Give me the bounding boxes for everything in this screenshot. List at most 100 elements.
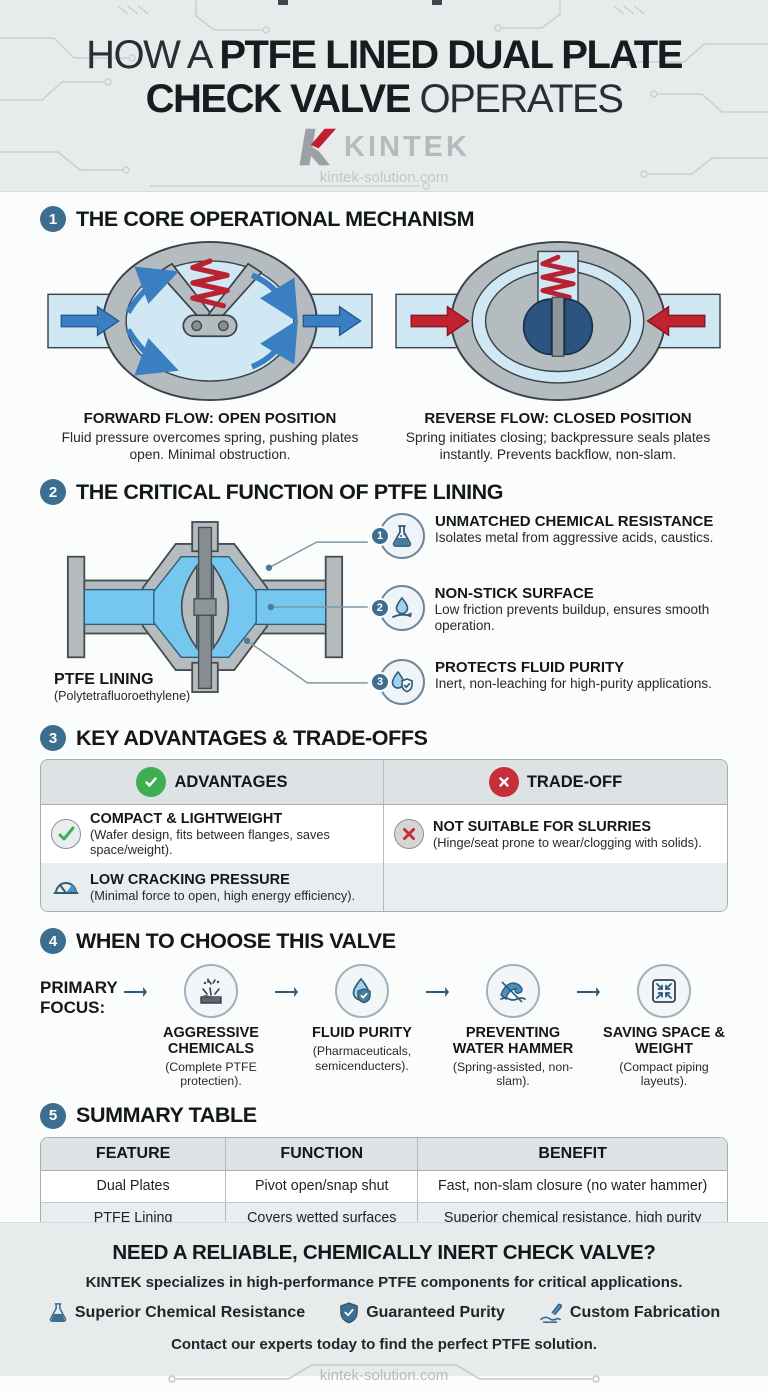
table-header-cell: FUNCTION: [226, 1137, 419, 1171]
chemical-splash-icon: [184, 964, 238, 1019]
benefit-title: NON-STICK SURFACE: [434, 584, 594, 602]
ptfe-lining-label-title: PTFE LINING: [54, 671, 154, 689]
section-title: WHEN TO CHOOSE THIS VALVE: [76, 928, 396, 953]
tradeoff-desc: (Hinge/seat prone to wear/clogging with …: [433, 834, 702, 850]
footer-cta: NEED A RELIABLE, CHEMICALLY INERT CHECK …: [0, 1222, 768, 1384]
footer-features: Superior Chemical Resistance Guaranteed …: [0, 1302, 768, 1324]
table-cell: Dual Plates: [41, 1170, 227, 1203]
kintek-logo: KINTEK: [0, 127, 768, 167]
advantage-desc: (Wafer design, fits between flanges, sav…: [90, 827, 330, 858]
footer-feature-label: Guaranteed Purity: [366, 1304, 505, 1321]
diagram-caption-title: FORWARD FLOW: OPEN POSITION: [83, 410, 337, 427]
header: HOW A PTFE LINED DUAL PLATE CHECK VALVE …: [0, 0, 768, 192]
footer-subline: KINTEK specializes in high-performance P…: [85, 1274, 683, 1291]
flow-arrow-icon: [426, 986, 449, 998]
website-url: kintek-solution.com: [319, 169, 449, 187]
open-valve-figure: FORWARD FLOW: OPEN POSITION Fluid pressu…: [40, 240, 380, 463]
closed-valve-figure: REVERSE FLOW: CLOSED POSITION Spring ini…: [388, 240, 728, 463]
closed-valve-diagram-icon: [395, 240, 721, 402]
use-case-title: SAVING SPACE & WEIGHT: [603, 1025, 725, 1058]
benefit-number-badge: 1: [370, 526, 390, 547]
benefit-title: PROTECTS FLUID PURITY: [435, 659, 625, 677]
column-header-label: TRADE-OFF: [526, 772, 623, 791]
summary-table: FEATURE FUNCTION BENEFIT Dual Plates Piv…: [40, 1136, 728, 1222]
advantage-row: LOW CRACKING PRESSURE (Minimal force to …: [41, 863, 384, 912]
section-number-badge: 3: [40, 725, 66, 752]
x-circle-icon: [488, 767, 519, 798]
footer-feature: Superior Chemical Resistance: [48, 1302, 305, 1324]
ptfe-lining-label-sub: (Polytetrafluoroethylene): [54, 689, 191, 704]
benefit-title: UNMATCHED CHEMICAL RESISTANCE: [435, 513, 714, 531]
section-number-badge: 1: [40, 206, 66, 232]
use-case-item: FLUID PURITY (Pharmaceuticals, semicendu…: [298, 964, 426, 1073]
check-circle-icon: [136, 767, 167, 798]
lining-benefit-item: 2 NON-STICK SURFACE Low friction prevent…: [370, 584, 728, 635]
compress-arrows-icon: [637, 964, 691, 1019]
advantage-title: LOW CRACKING PRESSURE: [90, 871, 290, 888]
use-case-title: AGGRESSIVE CHEMICALS: [163, 1025, 259, 1058]
check-circle-icon: [51, 819, 81, 850]
column-header-label: ADVANTAGES: [174, 772, 288, 791]
flow-arrow-icon: [275, 986, 298, 998]
footer-cta-text: Contact our experts today to find the pe…: [171, 1336, 597, 1353]
droplet-shield-icon: [379, 659, 425, 706]
circuit-decoration-icon: [0, 0, 768, 190]
section-number-badge: 5: [40, 1102, 66, 1129]
use-case-item: SAVING SPACE & WEIGHT (Compact piping la…: [600, 964, 728, 1088]
ptfe-lining-label: PTFE LINING (Polytetrafluoroethylene): [54, 671, 190, 703]
use-case-title: PREVENTING WATER HAMMER: [452, 1025, 574, 1058]
footer-feature-label: Superior Chemical Resistance: [74, 1304, 306, 1321]
logo-text: KINTEK: [344, 130, 470, 163]
gauge-icon: [51, 872, 81, 902]
diagram-caption-desc: Fluid pressure overcomes spring, pushing…: [61, 430, 359, 463]
advantage-row: COMPACT & LIGHTWEIGHT (Wafer design, fit…: [41, 805, 384, 864]
use-case-title: FLUID PURITY: [312, 1025, 412, 1042]
title-part: CHECK VALVE: [145, 76, 412, 121]
benefit-desc: Inert, non-leaching for high-purity appl…: [435, 676, 712, 692]
primary-focus-label: PRIMARY FOCUS:: [40, 978, 118, 1018]
section-title: SUMMARY TABLE: [76, 1103, 257, 1128]
tradeoff-row: NOT SUITABLE FOR SLURRIES (Hinge/seat pr…: [384, 805, 727, 863]
title-part: OPERATES: [409, 76, 624, 121]
footer-feature: Custom Fabrication: [539, 1302, 720, 1324]
benefit-number-badge: 3: [370, 672, 390, 693]
shield-check-icon: [340, 1302, 358, 1324]
open-valve-diagram-icon: [47, 240, 373, 402]
droplet-shield-icon: [335, 964, 389, 1019]
title-part: PTFE LINED DUAL PLATE: [219, 33, 683, 77]
use-case-desc: (Spring-assisted, non-slam).: [452, 1060, 574, 1089]
footer-site-strip: kintek-solution.com: [0, 1359, 768, 1393]
benefit-number-badge: 2: [370, 597, 390, 618]
ptfe-lining-section: PTFE LINING (Polytetrafluoroethylene) 1 …: [40, 511, 728, 711]
hand-pen-icon: [539, 1303, 562, 1323]
section-number-badge: 2: [40, 479, 66, 506]
kintek-k-mark-icon: [299, 128, 337, 166]
use-case-item: PREVENTING WATER HAMMER (Spring-assisted…: [449, 964, 577, 1088]
section-title: KEY ADVANTAGES & TRADE-OFFS: [76, 725, 428, 750]
title-part: HOW A: [86, 33, 220, 77]
footer-feature-label: Custom Fabrication: [569, 1304, 721, 1321]
table-header-cell: FEATURE: [41, 1137, 227, 1171]
use-case-desc: (Complete PTFE protectien).: [165, 1060, 257, 1089]
section-5-header: 5 SUMMARY TABLE: [40, 1102, 728, 1129]
valve-cross-section-figure: PTFE LINING (Polytetrafluoroethylene): [40, 511, 370, 711]
section-2-header: 2 THE CRITICAL FUNCTION OF PTFE LINING: [40, 479, 728, 506]
section-1-header: 1 THE CORE OPERATIONAL MECHANISM: [40, 206, 728, 232]
lining-benefit-item: 3 PROTECTS FLUID PURITY Inert, non-leach…: [370, 659, 728, 706]
use-case-item: AGGRESSIVE CHEMICALS (Complete PTFE prot…: [147, 964, 275, 1088]
advantages-column-header: ADVANTAGES: [41, 760, 384, 806]
content: 1 THE CORE OPERATIONAL MECHANISM: [0, 192, 768, 1222]
lining-benefit-item: 1 UNMATCHED CHEMICAL RESISTANCE Isolates…: [370, 513, 728, 560]
table-cell: PTFE Lining: [41, 1202, 227, 1222]
use-case-desc: (Compact piping layeuts).: [619, 1060, 709, 1089]
section-3-header: 3 KEY ADVANTAGES & TRADE-OFFS: [40, 725, 728, 752]
flask-icon: [49, 1303, 67, 1322]
table-cell: Pivot open/snap shut: [226, 1170, 419, 1203]
primary-focus-flow: PRIMARY FOCUS: AGGRESSIVE CHEMICALS (Com…: [40, 964, 728, 1088]
advantages-tradeoffs-table: ADVANTAGES TRADE-OFF COMPACT & LIGHTWEIG…: [40, 759, 728, 913]
droplet-surface-icon: [378, 584, 425, 631]
tradeoff-title: NOT SUITABLE FOR SLURRIES: [433, 818, 652, 835]
tradeoff-column-header: TRADE-OFF: [384, 760, 727, 806]
wave-icon: [486, 964, 540, 1019]
